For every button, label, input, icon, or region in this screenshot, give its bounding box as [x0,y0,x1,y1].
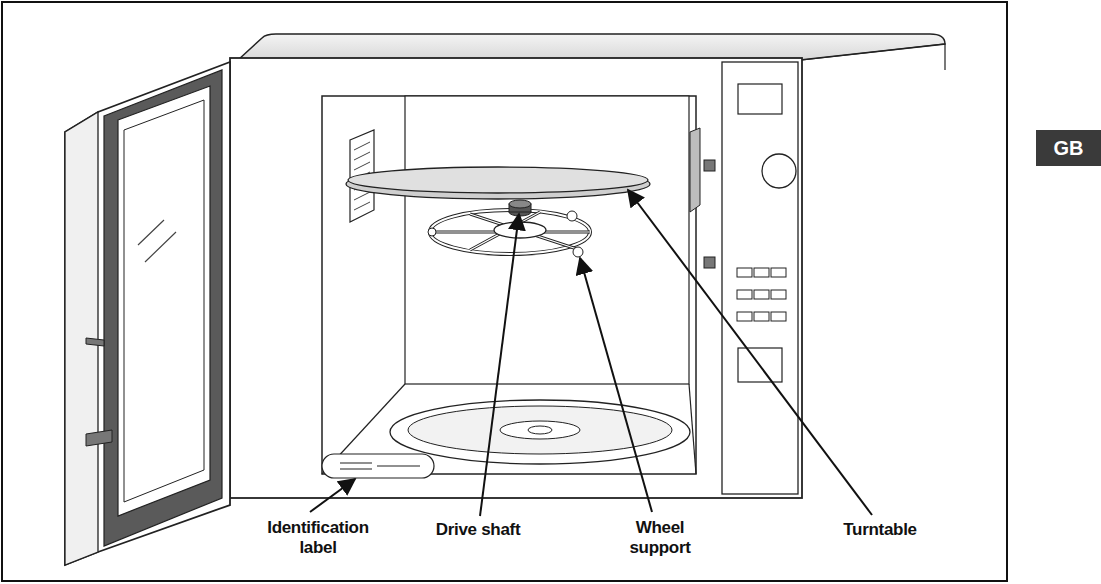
language-tab: GB [1036,130,1101,166]
illustration-rect [771,268,786,277]
illustration-path [340,463,420,469]
illustration-rect [737,290,752,299]
illustration-ellipse [528,426,552,434]
illustration-path [802,44,945,70]
illustration-rect [771,312,786,321]
illustration-circle [567,211,577,221]
illustration-line [480,214,519,516]
illustration-rect [754,290,769,299]
illustration-rect [771,290,786,299]
illustration-ellipse [430,210,590,254]
illustration-path [86,338,104,346]
illustration-rect [737,312,752,321]
illustration-rect [704,160,715,171]
illustration-rect [2,2,1007,581]
illustration-path [430,212,590,250]
illustration-ellipse [390,400,690,464]
part-label: Wheel support [615,518,705,558]
part-label: Identification label [258,518,378,558]
illustration-circle [573,247,583,257]
illustration-path [138,220,176,262]
part-label: Turntable [815,520,945,540]
illustration-path [118,86,210,516]
illustration-rect [230,58,802,498]
illustration-ellipse [348,167,648,193]
illustration-rect [737,268,752,277]
illustration-ellipse [509,200,531,208]
illustration-rect [704,257,715,268]
illustration-path [124,100,204,502]
illustration-ellipse [408,406,672,454]
illustration-line [580,258,652,512]
part-label: Drive shaft [413,520,543,540]
illustration-rect [754,268,769,277]
illustration-g [737,268,786,321]
illustration-path [430,212,590,250]
illustration-rect [405,96,689,384]
illustration-ellipse [500,421,580,439]
illustration-path [65,62,230,565]
illustration-path [86,430,112,446]
illustration-path [690,128,700,212]
illustration-rect [722,62,798,494]
illustration-line [310,479,355,512]
illustration-rect [754,312,769,321]
tab-text: GB [1054,137,1084,160]
illustration-circle [762,154,796,188]
illustration-rect [738,84,782,114]
illustration-ellipse [494,222,546,238]
illustration-rect [322,454,434,478]
illustration-ellipse [430,210,590,254]
illustration-circle [428,228,436,236]
illustration-line [628,190,872,515]
illustration-path [104,70,222,546]
